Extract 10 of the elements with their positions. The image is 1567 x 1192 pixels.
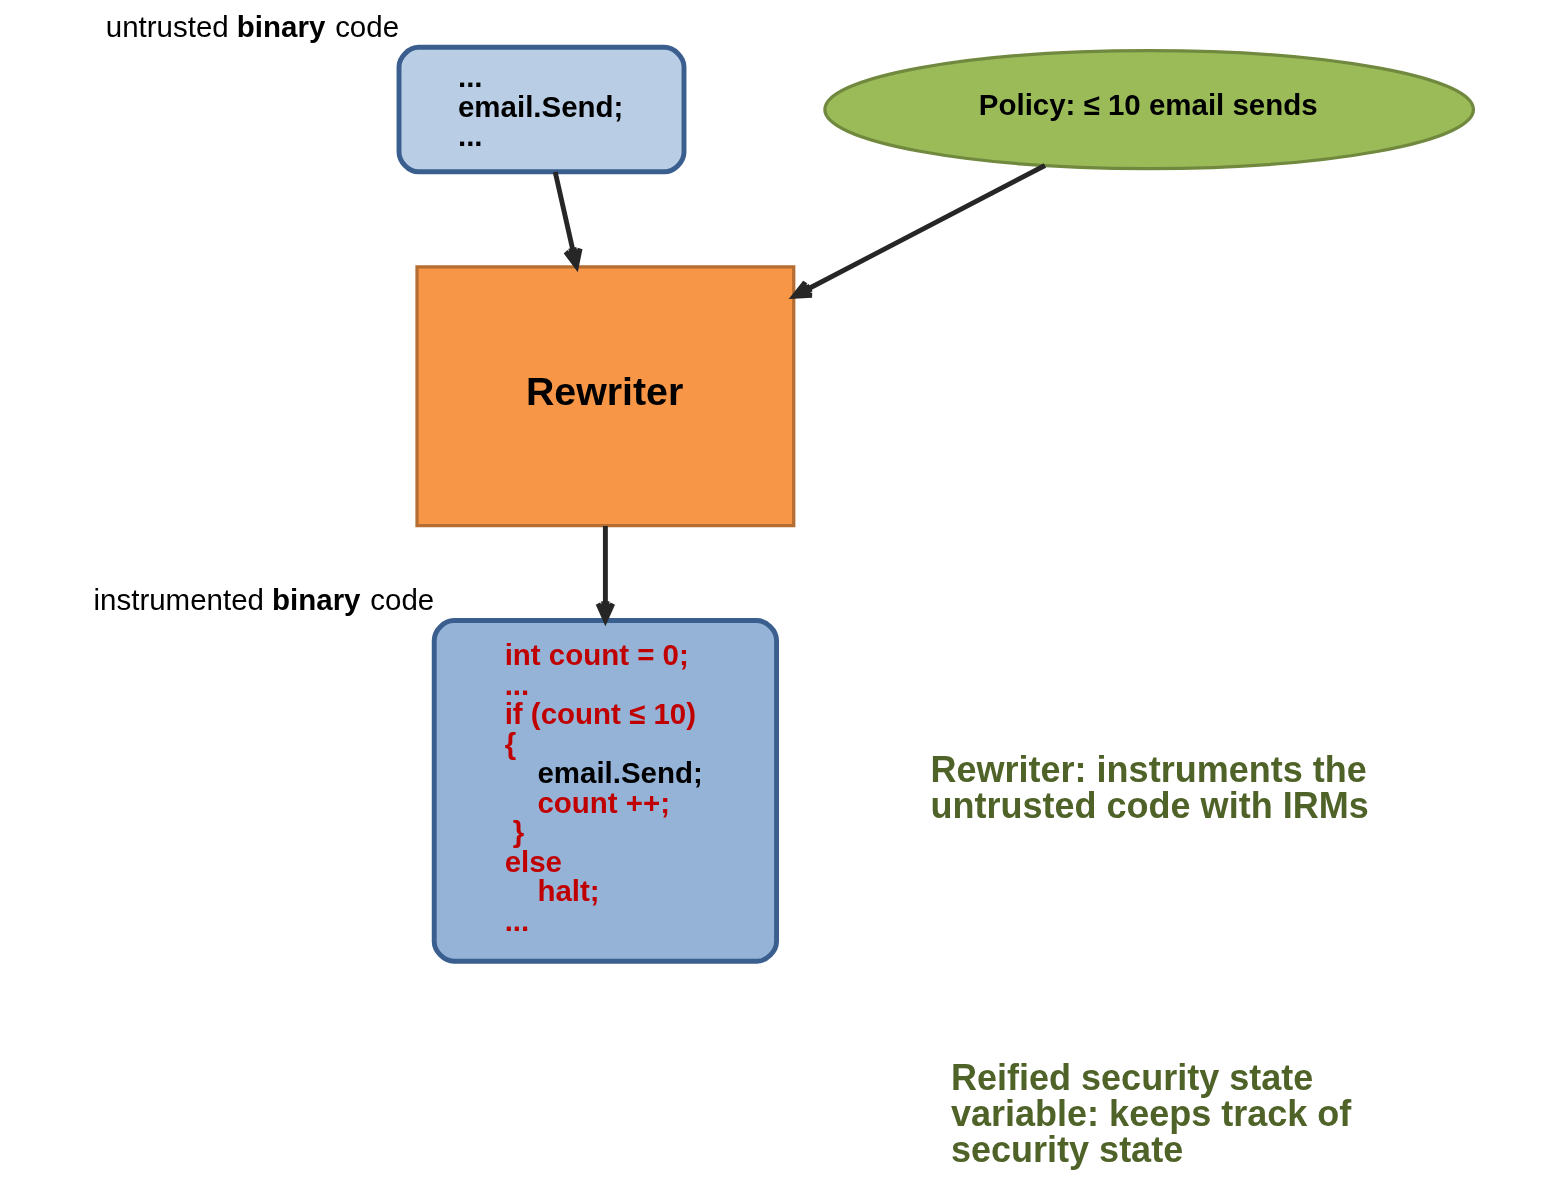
node-label: instrumented binary code [93, 582, 435, 616]
node-box: int count = 0; ... if (count ≤ 10) { email.Send; count ++; } else halt; ... [431, 618, 779, 964]
label: Rewriter: instruments the untrusted code with IRMs [930, 749, 1369, 827]
label: Reified security state variable: keeps track of security state [950, 1056, 1352, 1171]
arrow [595, 526, 616, 623]
node-box: ... email.Send; ... [396, 44, 687, 175]
node-ellipse: Policy: ≤ 10 email sends [823, 48, 1476, 171]
arrow [791, 163, 1047, 299]
node-box: Rewriter [415, 265, 796, 528]
node-label: untrusted binary code [105, 9, 400, 43]
